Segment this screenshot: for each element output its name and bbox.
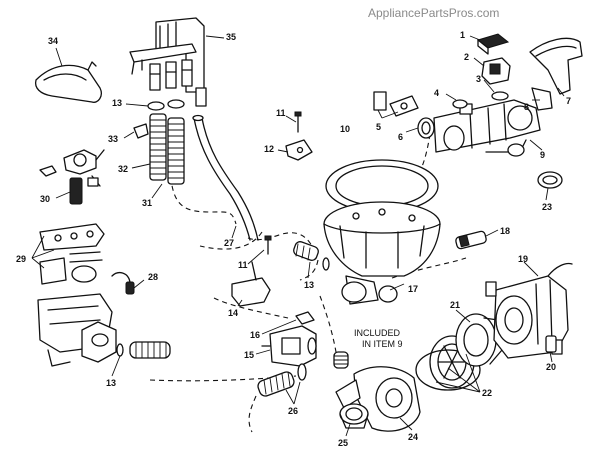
part-11-screws [264,111,302,255]
callout-33: 33 [108,134,118,144]
callout-24: 24 [408,432,418,442]
part-21-flange [455,313,503,367]
leader-lines [31,35,565,437]
part-13-lower-hose [116,341,171,359]
part-13-orings [147,99,185,111]
part-15-drain-pump [261,325,317,367]
callout-20: 20 [546,362,556,372]
callout-4: 4 [434,88,439,98]
callout-12: 12 [264,144,274,154]
part-24-pump-cover [335,366,421,432]
part-34-cover [34,61,102,103]
callout-35: 35 [226,32,236,42]
part-3-oring [491,91,509,101]
callout-32: 32 [118,164,128,174]
part-13-mid-hose [293,241,330,271]
callout-13a: 13 [112,98,122,108]
callout-14: 14 [228,308,238,318]
callout-5: 5 [376,122,381,132]
callout-9: 9 [540,150,545,160]
callout-11a: 11 [276,108,286,118]
callout-10: 10 [340,124,350,134]
part-33-bracket [133,123,149,139]
callout-17: 17 [408,284,418,294]
callout-34: 34 [48,36,58,46]
part-6-gasket [417,117,435,139]
part-26-hose [257,363,307,397]
callout-23: 23 [542,202,552,212]
part-1-cap [476,33,510,55]
callout-16: 16 [250,330,260,340]
callout-1: 1 [460,30,465,40]
note-line-2: IN ITEM 9 [362,339,403,349]
callout-18: 18 [500,226,510,236]
part-2-valve-body [481,57,511,85]
callout-15: 15 [244,350,254,360]
callout-28: 28 [148,272,158,282]
part-29-sump-assembly [37,223,117,367]
callout-31: 31 [142,198,152,208]
part-4-oring [452,99,468,109]
part-9-manifold [433,99,541,157]
callout-2: 2 [464,52,469,62]
callout-13c: 13 [106,378,116,388]
callout-29: 29 [16,254,26,264]
callout-27: 27 [224,238,234,248]
part-35-distributor [129,17,207,107]
callout-11b: 11 [238,260,248,270]
part-19-motor [485,262,573,359]
callout-30: 30 [40,194,50,204]
callout-7: 7 [566,96,571,106]
part-23-clamp [537,171,563,189]
callout-19: 19 [518,254,528,264]
part-27-hose [192,114,259,241]
part-28-sensor [111,271,135,295]
callout-22: 22 [482,388,492,398]
watermark-text: AppliancePartsPros.com [368,6,499,20]
part-17-sump [323,159,441,305]
part-16-clip [295,311,315,325]
callout-13b: 13 [304,280,314,290]
callout-8: 8 [524,102,529,112]
included-note: INCLUDED IN ITEM 9 [354,328,403,349]
part-14-bracket [231,261,271,307]
callout-3: 3 [476,74,481,84]
note-line-1: INCLUDED [354,328,401,338]
callout-labels: 1 2 3 4 5 6 7 8 9 10 11 11 12 13 13 13 1… [16,30,571,448]
part-8-connector [531,87,553,111]
part-7-cover [529,37,583,95]
part-5-switch [373,91,419,117]
part-20-clip [545,335,557,353]
part-12-clip [285,139,313,161]
included-seal-spring [333,351,349,369]
callout-6: 6 [398,132,403,142]
callout-26: 26 [288,406,298,416]
part-25-cap [339,403,369,429]
part-32-31-sleeves [149,113,185,185]
callout-25: 25 [338,438,348,448]
part-18-cartridge [455,230,487,250]
callout-21: 21 [450,300,460,310]
part-30-valve [39,149,105,205]
